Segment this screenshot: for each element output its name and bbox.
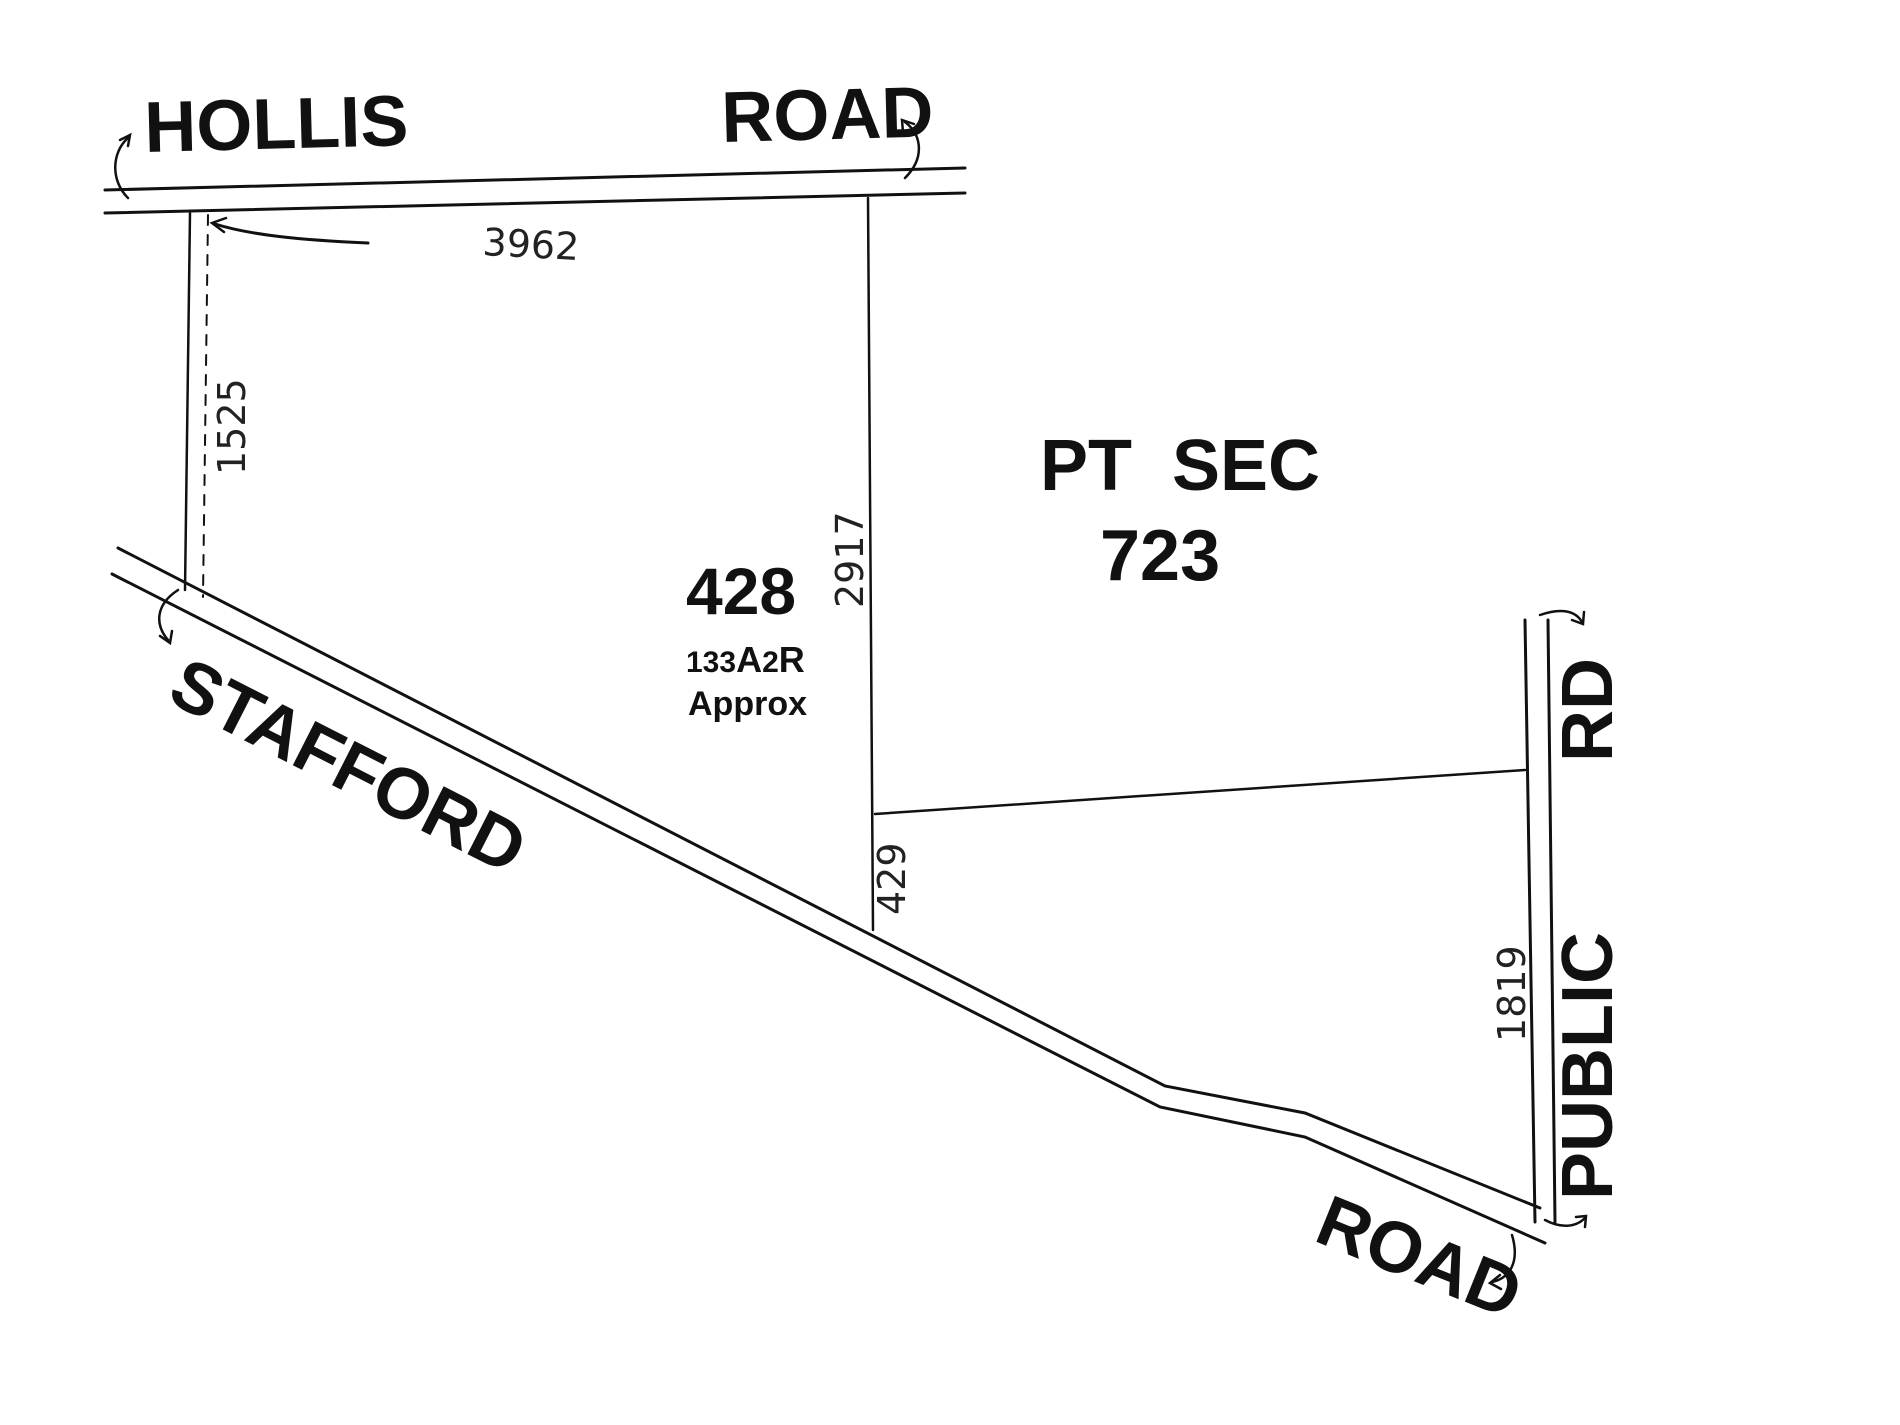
dimension-middle: 2917 <box>828 511 872 608</box>
section-label-line1: PT SEC <box>1040 426 1320 506</box>
public-top-arrow-icon <box>1538 609 1586 626</box>
public-road-lines <box>1523 618 1557 1224</box>
hollis-right-arrow-icon <box>900 118 921 180</box>
dimension-top: 3962 <box>482 220 581 269</box>
stafford-left-arrow-icon <box>158 588 180 646</box>
road-label-stafford: STAFFORD <box>158 643 539 890</box>
lot-number: 428 <box>686 554 796 628</box>
leader-arrow-icon <box>209 216 370 245</box>
lot-area-acres: 133 <box>686 646 736 679</box>
section-label-line2: 723 <box>1100 516 1220 596</box>
stafford-road-lines <box>110 546 1547 1245</box>
public-bottom-arrow-icon <box>1543 1214 1588 1229</box>
dimension-right: 1819 <box>1490 945 1534 1042</box>
lot-area-roods-unit: R <box>779 639 805 680</box>
stafford-right-arrow-icon <box>1487 1233 1517 1291</box>
dimension-short: 429 <box>870 842 914 915</box>
dimension-left: 1525 <box>210 378 254 475</box>
lot-area-roods: 2 <box>762 646 779 679</box>
road-label-public-rd: RD <box>1548 658 1628 762</box>
hollis-left-arrow-icon <box>114 132 132 200</box>
lot-boundaries <box>183 196 1527 932</box>
road-label-hollis: HOLLIS <box>143 81 409 168</box>
lot-area: 133A2R <box>686 639 805 680</box>
hollis-road-lines <box>103 166 967 215</box>
road-label-hollis-road: ROAD <box>720 72 934 158</box>
road-label-stafford-road: ROAD <box>1306 1181 1533 1335</box>
road-label-public: PUBLIC <box>1548 932 1628 1200</box>
lot-approx-note: Approx <box>688 685 807 723</box>
lot-area-acres-unit: A <box>736 639 762 680</box>
